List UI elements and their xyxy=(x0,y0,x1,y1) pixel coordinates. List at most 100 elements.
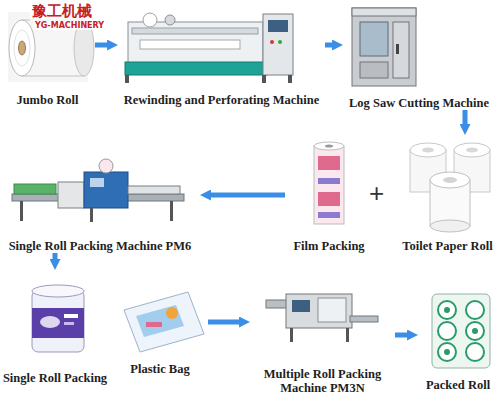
single-packing-machine-picture-part xyxy=(90,178,104,187)
toilet-roll-picture-part xyxy=(466,148,478,153)
rewinding-machine-picture-part xyxy=(278,40,282,44)
rewinding-machine-picture-part xyxy=(125,62,267,75)
process-step: Rewinding and Perforating Machine xyxy=(118,5,325,107)
single-roll-pack-picture-part xyxy=(32,308,84,338)
film-roll-picture-part xyxy=(318,192,340,206)
multi-packing-machine-picture-part xyxy=(286,294,352,328)
single-packing-machine-picture-part xyxy=(58,182,84,208)
log-saw-picture-part xyxy=(393,22,409,78)
rewinding-machine-picture-part xyxy=(143,13,157,27)
single-roll-pack-picture-part xyxy=(40,316,60,328)
single-packing-machine-picture-part xyxy=(84,172,128,208)
single-packing-machine-picture-part xyxy=(14,184,56,194)
multi-packing-machine-picture-part xyxy=(318,298,346,322)
rewinding-machine-picture-part xyxy=(125,75,129,83)
process-step: Single Roll Packing Machine PM6 xyxy=(0,160,200,253)
multi-packing-machine-picture-part xyxy=(350,316,378,322)
packed-roll-picture-part xyxy=(466,343,484,361)
packed-roll-picture-part xyxy=(444,349,450,355)
single-packing-machine-picture-part xyxy=(20,201,23,221)
log-saw-picture-part xyxy=(352,8,416,86)
multi-packing-machine-picture-part xyxy=(266,300,288,308)
process-step: Toilet Paper Roll xyxy=(400,135,495,253)
film-roll-picture-part xyxy=(318,156,340,170)
packed-roll-picture-part xyxy=(466,301,484,319)
film-roll-picture-part xyxy=(314,142,344,150)
plastic-bag-picture-part xyxy=(166,307,178,319)
packed-roll-picture-part xyxy=(438,322,456,340)
film-roll-picture-part xyxy=(325,145,333,148)
flow-arrow xyxy=(325,43,337,48)
rewinding-machine-picture-part xyxy=(262,75,266,83)
multi-packing-machine-picture-part xyxy=(346,328,349,342)
flow-arrow xyxy=(206,193,285,198)
single-packing-machine-picture-part xyxy=(170,201,173,221)
rewinding-machine-picture-part xyxy=(165,15,175,25)
plastic-bag-picture xyxy=(124,292,204,352)
toilet-roll-picture-part xyxy=(454,143,490,157)
packed-roll-picture-part xyxy=(432,294,490,368)
rewinding-machine-picture-part xyxy=(288,75,292,83)
log-saw-picture xyxy=(352,8,416,86)
packed-roll-picture-part xyxy=(438,343,456,361)
single-roll-pack-picture-part xyxy=(64,322,74,325)
single-roll-pack-picture xyxy=(32,285,84,352)
film-roll-picture xyxy=(314,142,344,224)
rewinding-machine-picture-part xyxy=(263,14,293,75)
flow-arrow xyxy=(53,253,58,264)
rewinding-machine-picture-part xyxy=(132,28,258,34)
plastic-bag-picture-part xyxy=(136,305,184,337)
rewinding-machine-picture-part xyxy=(140,40,240,49)
single-packing-machine-picture xyxy=(12,159,184,222)
step-caption: Toilet Paper Roll xyxy=(400,239,495,253)
log-saw-picture-part xyxy=(352,8,416,16)
step-caption: Single Roll Packing Machine PM6 xyxy=(0,239,200,253)
rewinding-machine-picture-part xyxy=(268,20,288,32)
plastic-bag-picture-part xyxy=(146,322,162,327)
step-caption: Plastic Bag xyxy=(112,362,208,376)
process-step: Log Saw Cutting Machine xyxy=(343,5,495,110)
jumbo-roll-picture-part xyxy=(9,20,35,76)
process-step: Packed Roll xyxy=(418,288,498,392)
step-caption: Packed Roll xyxy=(418,378,498,392)
jumbo-roll-picture-part xyxy=(14,30,30,66)
step-caption: Log Saw Cutting Machine xyxy=(343,96,495,110)
film-roll-picture-part xyxy=(318,178,340,184)
process-step: Film Packing xyxy=(285,135,373,253)
film-roll-picture-part xyxy=(314,146,344,224)
single-packing-machine-picture-part xyxy=(90,208,93,222)
toilet-roll-picture xyxy=(410,143,490,232)
single-roll-pack-picture-part xyxy=(32,285,84,297)
packed-roll-picture-part xyxy=(438,301,456,319)
flow-arrow xyxy=(463,110,468,129)
log-saw-picture-part xyxy=(396,44,399,54)
single-packing-machine-picture-part xyxy=(128,186,180,194)
rewinding-machine-picture xyxy=(125,13,293,83)
logo-text: YG-MACHINERY xyxy=(33,21,106,30)
toilet-roll-picture-part xyxy=(430,220,470,232)
step-caption: Film Packing xyxy=(285,239,373,253)
toilet-roll-picture-part xyxy=(410,143,446,157)
plus-sign: + xyxy=(369,178,384,209)
process-step: Multiple Roll Packing Machine PM3N xyxy=(250,285,395,395)
process-step: Plastic Bag xyxy=(112,290,208,376)
toilet-roll-picture-part xyxy=(422,148,434,153)
process-step: Single Roll Packing xyxy=(0,270,110,385)
plastic-bag-picture-part xyxy=(124,292,204,352)
packed-roll-picture-part xyxy=(444,307,450,313)
step-caption: Multiple Roll Packing Machine PM3N xyxy=(250,367,395,395)
step-caption: Single Roll Packing xyxy=(0,371,110,385)
multi-packing-machine-picture-part xyxy=(292,300,310,312)
jumbo-roll-picture-part xyxy=(19,41,26,55)
toilet-roll-picture-part xyxy=(443,177,457,183)
log-saw-picture-part xyxy=(360,62,388,78)
multi-packing-machine-picture-part xyxy=(290,328,293,342)
step-caption: Jumbo Roll xyxy=(0,93,95,107)
packed-roll-picture-part xyxy=(466,322,484,340)
logo-text: 豫工机械 xyxy=(30,2,94,21)
single-packing-machine-picture-part xyxy=(99,159,113,173)
flow-arrow xyxy=(208,320,244,325)
rewinding-machine-picture-part xyxy=(270,40,274,44)
